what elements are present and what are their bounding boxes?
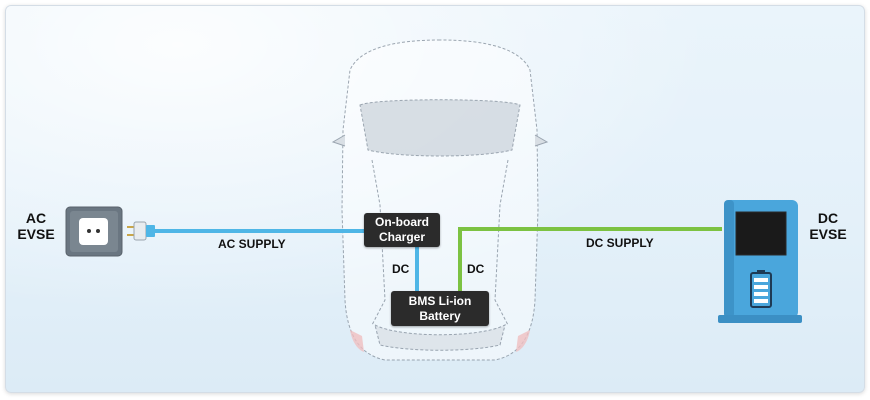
onboard-charger-line2: Charger [378, 230, 425, 244]
diagram-frame [5, 5, 865, 393]
dc-evse-line1: DC [817, 210, 839, 226]
dc-evse-line2: EVSE [809, 226, 847, 242]
charging-station-icon [718, 200, 802, 323]
ac-evse-line1: AC [25, 210, 47, 226]
dc-evse-label: DC EVSE [804, 210, 852, 242]
onboard-charger-line1: On-board [375, 215, 429, 229]
battery-line2: Battery [419, 308, 461, 323]
battery-line1: BMS Li-ion [408, 293, 472, 308]
dc-charger-battery-label: DC [392, 262, 410, 276]
ac-evse-label: AC EVSE [14, 210, 58, 242]
onboard-charger-box: On-board Charger [364, 213, 440, 247]
dc-supply-wire [458, 227, 722, 292]
ac-socket-icon [65, 206, 123, 257]
ac-evse-line2: EVSE [17, 226, 55, 242]
dc-supply-label: DC SUPPLY [586, 236, 654, 250]
battery-icon [750, 270, 772, 308]
ac-supply-label: AC SUPPLY [218, 237, 286, 251]
car-outline-icon [331, 39, 549, 361]
dc-station-battery-label: DC [467, 262, 485, 276]
battery-box: BMS Li-ion Battery [391, 291, 489, 326]
plug-icon [127, 221, 155, 241]
